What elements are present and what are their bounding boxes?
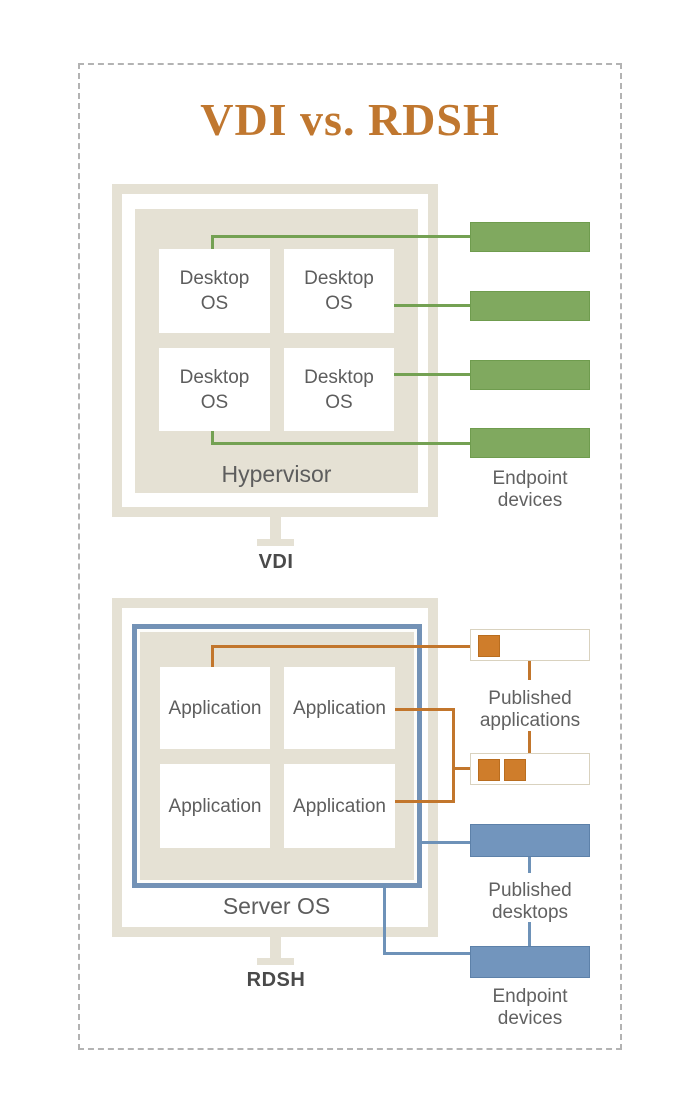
application-box: Application — [160, 667, 270, 749]
published-apps-link-bottom — [528, 731, 531, 753]
rdsh-connector-1-horizontal — [211, 645, 470, 648]
app-square-icon — [478, 635, 500, 657]
application-box: Application — [160, 764, 270, 848]
endpoint-device-icon — [470, 291, 590, 321]
rdsh-endpoint-device-icon — [470, 946, 590, 978]
endpoint-connector-horizontal — [383, 952, 470, 955]
published-apps-link-top — [528, 661, 531, 680]
desktop-os-box: Desktop OS — [284, 249, 394, 333]
desktop-os-label: Desktop OS — [304, 366, 374, 413]
vdi-connector-4-horizontal — [211, 442, 470, 445]
application-label: Application — [293, 795, 386, 817]
desktop-os-label: Desktop OS — [304, 268, 374, 314]
endpoint-device-icon — [470, 222, 590, 252]
endpoint-device-icon — [470, 360, 590, 390]
vdi-connector-1-vertical — [211, 235, 214, 250]
desktop-os-box: Desktop OS — [159, 249, 270, 333]
rdsh-stem-base — [257, 958, 294, 965]
endpoint-device-icon — [470, 428, 590, 458]
published-application-icon — [470, 753, 590, 785]
application-box: Application — [284, 764, 395, 848]
vdi-stem — [270, 517, 281, 541]
rdsh-stem — [270, 937, 281, 960]
rdsh-connector-2 — [395, 708, 455, 711]
endpoint-connector-vertical — [383, 884, 386, 955]
vdi-connector-2 — [394, 304, 470, 307]
published-desktops-link-top — [528, 857, 531, 873]
page-title: VDI vs. RDSH — [200, 94, 500, 145]
published-applications-label: Published applications — [479, 688, 581, 731]
server-os-label: Server OS — [222, 893, 331, 919]
vdi-connector-3 — [394, 373, 470, 376]
desktop-os-box: Desktop OS — [159, 348, 270, 431]
server-os-container — [132, 624, 422, 888]
app-square-icon — [504, 759, 526, 781]
vdi-section-label: VDI — [258, 551, 294, 573]
rdsh-connector-1-vertical — [211, 645, 214, 667]
rdsh-section-label: RDSH — [246, 969, 306, 991]
published-desktop-connector — [420, 841, 470, 844]
application-label: Application — [168, 795, 262, 817]
dashed-border — [78, 63, 622, 1050]
published-desktops-label: Published desktops — [488, 880, 572, 923]
application-box: Application — [284, 667, 395, 749]
application-label: Application — [168, 697, 262, 719]
vdi-connector-1-horizontal — [211, 235, 470, 238]
desktop-os-label: Desktop OS — [179, 268, 250, 314]
rdsh-connector-bracket-stub — [452, 767, 470, 770]
desktop-os-box: Desktop OS — [284, 348, 394, 431]
rdsh-endpoint-devices-label: Endpoint devices — [492, 986, 568, 1029]
rdsh-connector-3 — [395, 800, 455, 803]
application-label: Application — [293, 697, 386, 719]
rdsh-connector-bracket-vertical — [452, 708, 455, 803]
app-square-icon — [478, 759, 500, 781]
vdi-connector-4-vertical — [211, 431, 214, 445]
desktop-os-label: Desktop OS — [179, 366, 250, 413]
published-desktops-link-bottom — [528, 922, 531, 946]
hypervisor-label: Hypervisor — [221, 461, 332, 487]
published-desktop-icon — [470, 824, 590, 857]
published-application-icon — [470, 629, 590, 661]
vdi-stem-base — [257, 539, 294, 546]
vdi-endpoint-devices-label: Endpoint devices — [492, 468, 568, 511]
